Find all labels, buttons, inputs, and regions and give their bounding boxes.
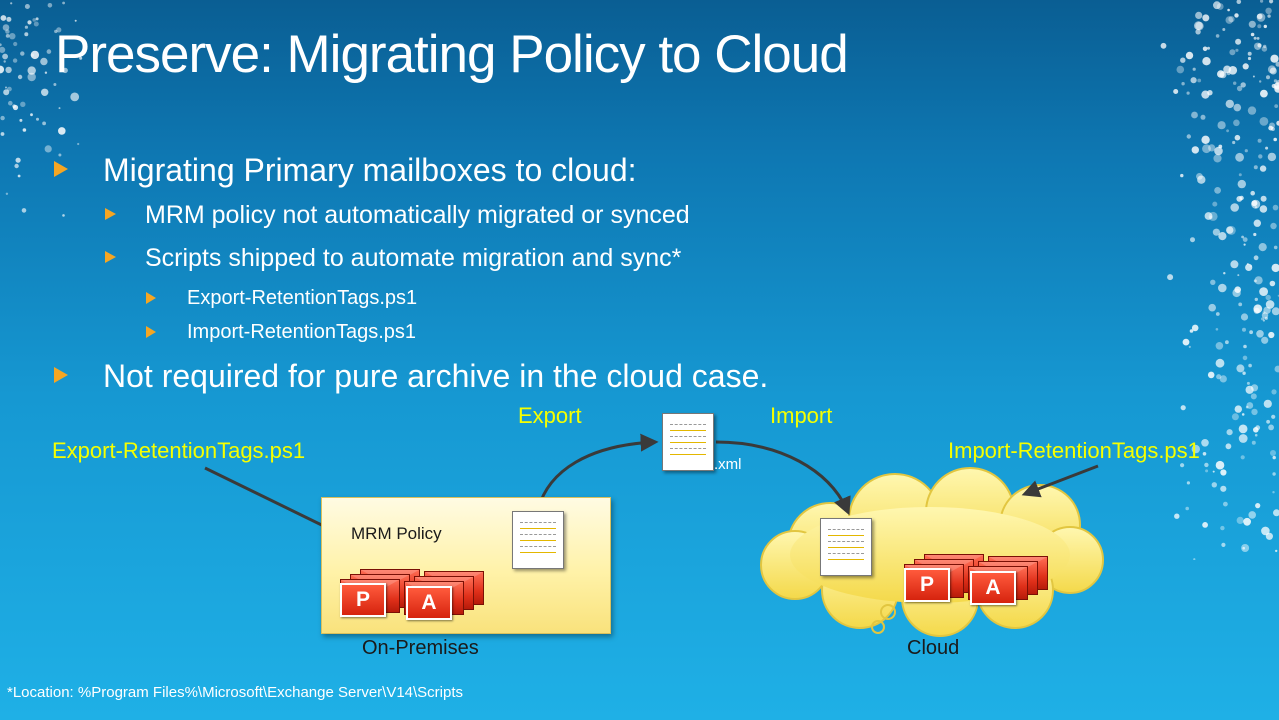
on-premises-label: On-Premises	[362, 637, 479, 659]
bullet-arrow-icon	[105, 251, 116, 263]
export-script-arrow	[204, 466, 342, 535]
export-script-label: Export-RetentionTags.ps1	[52, 438, 306, 463]
import-script-arrow	[1021, 464, 1099, 498]
bullet-arrow-icon	[146, 292, 156, 304]
cloud-shape	[760, 467, 1104, 637]
bullet-level2: Scripts shipped to automate migration an…	[105, 244, 681, 273]
bullet-arrow-icon	[105, 208, 116, 220]
mrm-policy-label: MRM Policy	[351, 524, 442, 543]
import-arrow	[715, 440, 851, 516]
policy-document-icon	[512, 511, 564, 569]
bullet-level2: MRM policy not automatically migrated or…	[105, 201, 690, 230]
slide-title: Preserve: Migrating Policy to Cloud	[55, 25, 849, 84]
bullet-arrow-icon	[146, 326, 156, 338]
xml-document-icon	[662, 413, 714, 471]
bullet-level1: Migrating Primary mailboxes to cloud:	[54, 152, 637, 189]
footnote: *Location: %Program Files%\Microsoft\Exc…	[7, 684, 464, 701]
bullet-level3: Import-RetentionTags.ps1	[146, 321, 416, 344]
bullet-level3: Export-RetentionTags.ps1	[146, 287, 417, 310]
cloud-label: Cloud	[907, 637, 960, 659]
import-script-label: Import-RetentionTags.ps1	[948, 438, 1200, 463]
xml-file-label: .xml	[714, 456, 742, 473]
bullet-arrow-icon	[54, 367, 68, 383]
cloud-policy-document-icon	[820, 518, 872, 576]
bullet-level1: Not required for pure archive in the clo…	[54, 358, 768, 395]
export-arrow	[536, 433, 659, 511]
import-label: Import	[770, 403, 833, 428]
bullet-arrow-icon	[54, 161, 68, 177]
export-label: Export	[518, 403, 582, 428]
